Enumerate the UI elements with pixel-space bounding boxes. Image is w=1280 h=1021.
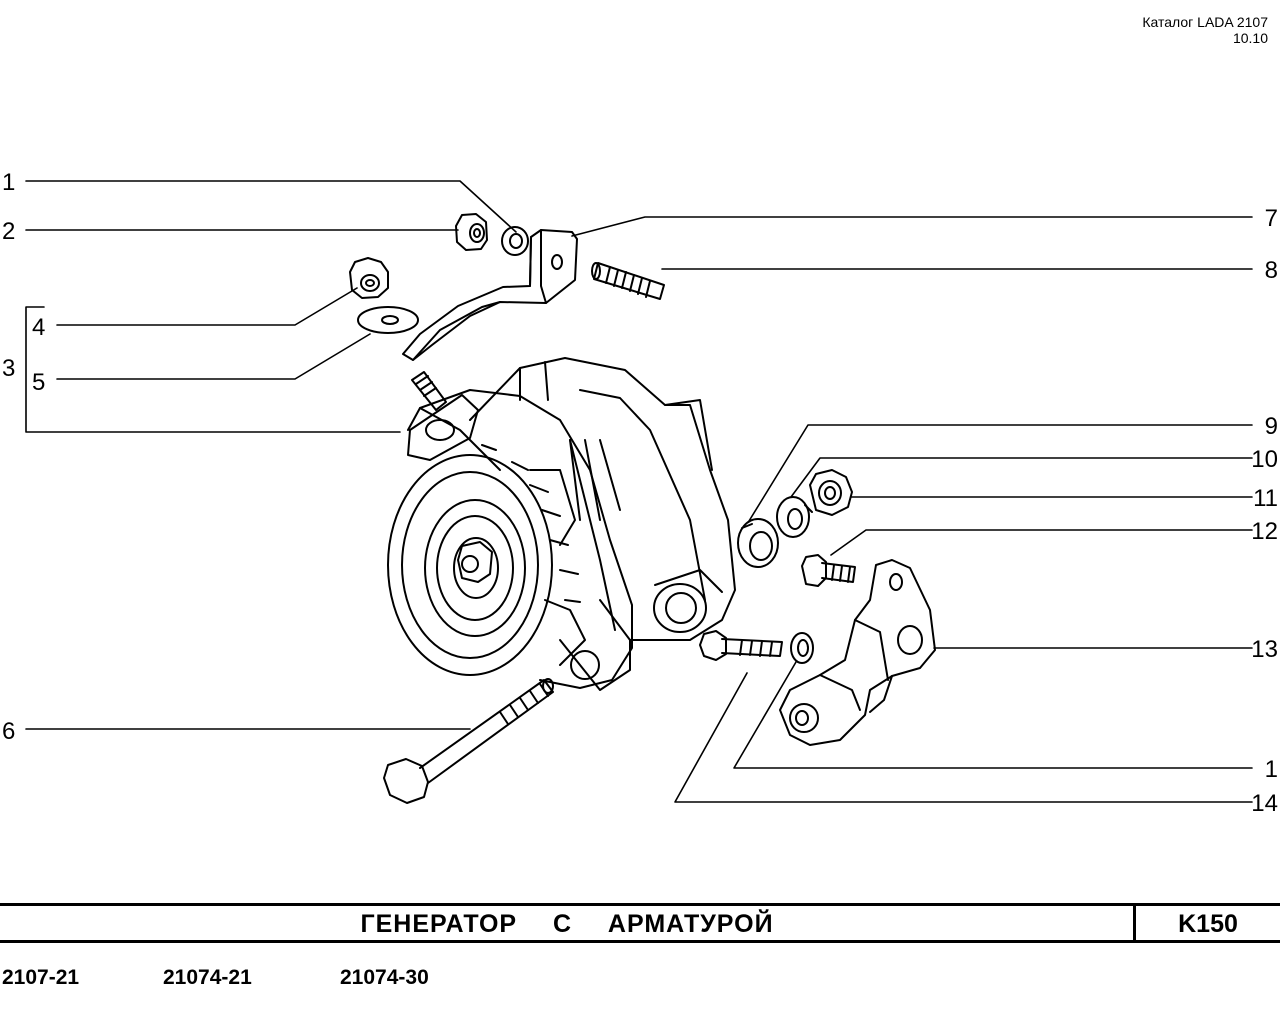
page-title: ГЕНЕРАТОР С АРМАТУРОЙ xyxy=(360,910,774,938)
bracket-part-13 xyxy=(779,559,936,746)
stud-part-8 xyxy=(591,262,665,300)
callout-13: 13 xyxy=(1251,636,1278,663)
leader-12 xyxy=(830,529,1253,556)
exploded-view-drawing: 1 2 3 4 5 6 7 8 9 10 11 12 13 1 14 xyxy=(2,169,1278,817)
leader-4 xyxy=(56,287,358,326)
callout-1-bottom: 1 xyxy=(1265,756,1278,783)
bolt-part-12 xyxy=(801,554,856,587)
model-code: 21074-30 xyxy=(340,966,429,989)
callout-8: 8 xyxy=(1265,257,1278,284)
nut-part-11 xyxy=(809,469,853,516)
illustration-code: K150 xyxy=(1178,910,1238,938)
callout-14: 14 xyxy=(1251,790,1278,817)
nut-part-4 xyxy=(349,257,389,299)
callout-9: 9 xyxy=(1265,413,1278,440)
callout-1-top: 1 xyxy=(2,169,15,196)
leader-14 xyxy=(674,672,1253,803)
model-list: 2107-21 21074-21 21074-30 xyxy=(0,966,1280,1000)
leader-lines xyxy=(25,180,1253,803)
washer-part-1-top xyxy=(501,226,529,256)
sheet-number: 10.10 xyxy=(1232,30,1268,46)
catalog-title: Каталог LADA 2107 xyxy=(1142,14,1268,30)
title-divider xyxy=(1133,906,1136,940)
leader-9 xyxy=(748,424,1253,522)
model-code: 2107-21 xyxy=(2,966,80,989)
callout-7: 7 xyxy=(1265,205,1278,232)
leader-5 xyxy=(56,333,371,380)
title-block: ГЕНЕРАТОР С АРМАТУРОЙ K150 xyxy=(0,903,1280,943)
tension-strap-part-7 xyxy=(402,229,578,361)
leader-7 xyxy=(571,216,1253,237)
generator-assembly xyxy=(387,357,736,691)
leader-1-top xyxy=(25,180,517,233)
leader-1-bottom xyxy=(733,661,1253,769)
bolt-part-14 xyxy=(699,630,783,661)
leader-10 xyxy=(790,457,1253,498)
callout-10: 10 xyxy=(1251,446,1278,473)
callout-11: 11 xyxy=(1253,485,1278,512)
washer-part-5 xyxy=(357,306,419,334)
callout-2: 2 xyxy=(2,218,15,245)
washer-part-1-bottom xyxy=(790,632,814,664)
long-bolt-part-6 xyxy=(383,678,554,804)
callout-4: 4 xyxy=(32,314,45,341)
spring-washer-part-10 xyxy=(776,496,813,538)
callout-6: 6 xyxy=(2,718,15,745)
nut-part-2 xyxy=(455,213,488,251)
model-code: 21074-21 xyxy=(163,966,252,989)
bracket-3 xyxy=(25,306,401,433)
callout-3: 3 xyxy=(2,355,15,382)
callout-12: 12 xyxy=(1251,518,1278,545)
spacer-part-9 xyxy=(737,518,779,568)
callout-5: 5 xyxy=(32,369,45,396)
